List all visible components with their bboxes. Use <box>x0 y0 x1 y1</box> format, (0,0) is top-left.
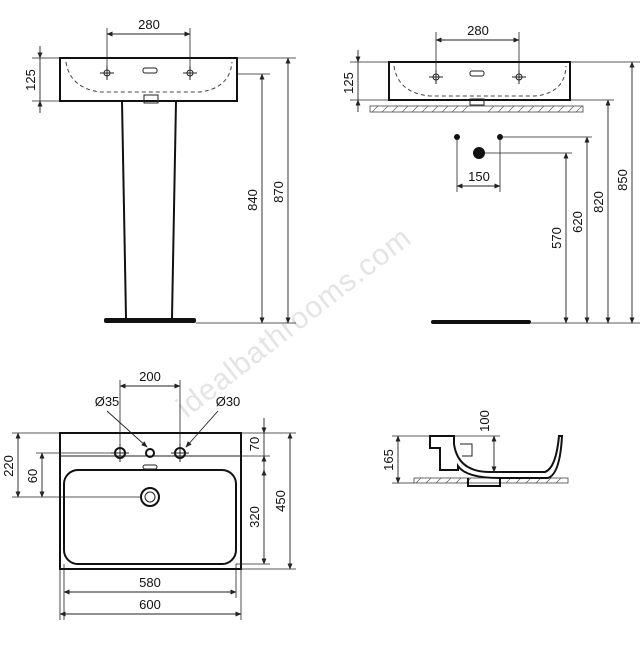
wall-mount-band <box>369 105 584 113</box>
plan-dim-tap-hole: Ø35 <box>95 394 120 409</box>
front-waste-outlet <box>143 94 159 104</box>
front-basin-outline <box>59 57 238 102</box>
wall-dim-top-width: 280 <box>467 23 489 38</box>
wall-dim-basin-height: 125 <box>341 72 356 94</box>
plan-bowl-outline <box>63 469 237 565</box>
wall-dim-waste-spacing: 150 <box>468 169 490 184</box>
plan-waste-outlet <box>140 487 160 507</box>
plan-dim-tap-spacing: 200 <box>139 369 161 384</box>
plan-basin-outline <box>59 432 242 570</box>
supply-point-right <box>497 134 503 140</box>
waste-point <box>473 147 485 159</box>
wall-hung-view: 280 125 150 570 620 820 850 <box>341 23 640 324</box>
pedestal-foot <box>104 318 196 323</box>
pedestal-column <box>121 100 177 319</box>
front-tap-hole-right <box>183 66 197 80</box>
wall-dim-rim-height: 820 <box>591 191 606 213</box>
wall-overflow-slot <box>469 70 485 77</box>
plan-tap-hole-centre <box>145 448 155 458</box>
section-view: 165 100 <box>381 410 569 487</box>
wall-dim-supply-height: 620 <box>570 211 585 233</box>
plan-view: 200 Ø35 Ø30 220 60 70 320 450 580 6 <box>1 369 296 620</box>
floor-line <box>431 320 531 324</box>
plan-dim-overall-width: 600 <box>139 597 161 612</box>
plan-tap-hole-right <box>171 444 189 462</box>
front-dim-total-height: 870 <box>271 181 286 203</box>
plan-dim-bowl-depth: 320 <box>247 506 262 528</box>
wall-dim-total-height: 850 <box>615 169 630 191</box>
front-dim-top-width: 280 <box>138 17 160 32</box>
wall-waste-outlet <box>469 98 485 106</box>
plan-dim-inner-width: 580 <box>139 575 161 590</box>
plan-dim-front-depth: 450 <box>273 490 288 512</box>
plan-dim-back-depth: 70 <box>247 437 262 451</box>
wall-tap-hole-left <box>429 70 443 84</box>
section-dim-bowl-height: 100 <box>477 410 492 432</box>
plan-dim-bowl-offset: 60 <box>25 469 40 483</box>
front-dim-rim-height: 840 <box>245 189 260 211</box>
section-basin-profile <box>429 435 564 479</box>
section-overflow-channel <box>460 443 473 457</box>
section-dim-overall-height: 165 <box>381 449 396 471</box>
front-view: 280 125 840 870 <box>23 17 296 324</box>
front-overflow-slot <box>142 67 158 74</box>
section-waste-trap <box>467 478 501 487</box>
wall-bowl-hidden <box>393 65 567 97</box>
wall-dim-waste-height: 570 <box>549 227 564 249</box>
front-bowl-hidden <box>65 61 233 93</box>
front-tap-hole-left <box>100 66 114 80</box>
plan-overflow-slot <box>142 464 158 470</box>
supply-point-left <box>454 134 460 140</box>
wall-tap-hole-right <box>512 70 526 84</box>
plan-dim-depth-total: 220 <box>1 455 16 477</box>
front-dim-basin-height: 125 <box>23 69 38 91</box>
plan-dim-overflow-hole: Ø30 <box>216 394 241 409</box>
plan-tap-hole-left <box>111 444 129 462</box>
watermark: idealbathrooms.com <box>170 221 417 424</box>
